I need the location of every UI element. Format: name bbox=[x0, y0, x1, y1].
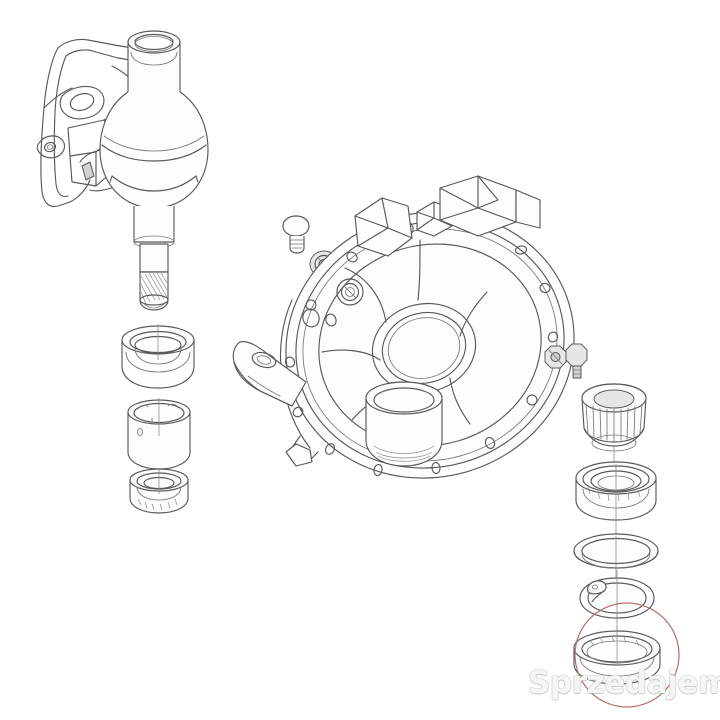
part-upper-seal-ring bbox=[121, 324, 195, 389]
part-roller-bearing bbox=[575, 461, 657, 540]
part-snap-ring bbox=[579, 570, 655, 632]
part-splined-shaft bbox=[139, 243, 169, 311]
highlight-circle bbox=[574, 602, 680, 708]
part-mounting-lug bbox=[232, 341, 307, 407]
part-steering-knuckle-yoke bbox=[36, 30, 209, 249]
part-thrust-bearing bbox=[129, 468, 189, 514]
part-hex-bolt-nut bbox=[544, 343, 588, 379]
part-kingpin-bushing bbox=[127, 398, 191, 470]
part-grease-nipple bbox=[282, 215, 310, 254]
part-fluted-cap bbox=[581, 383, 647, 470]
part-flat-washer bbox=[573, 533, 659, 582]
part-swivel-housing bbox=[232, 175, 575, 479]
part-swivel-seal-ring bbox=[573, 626, 661, 685]
